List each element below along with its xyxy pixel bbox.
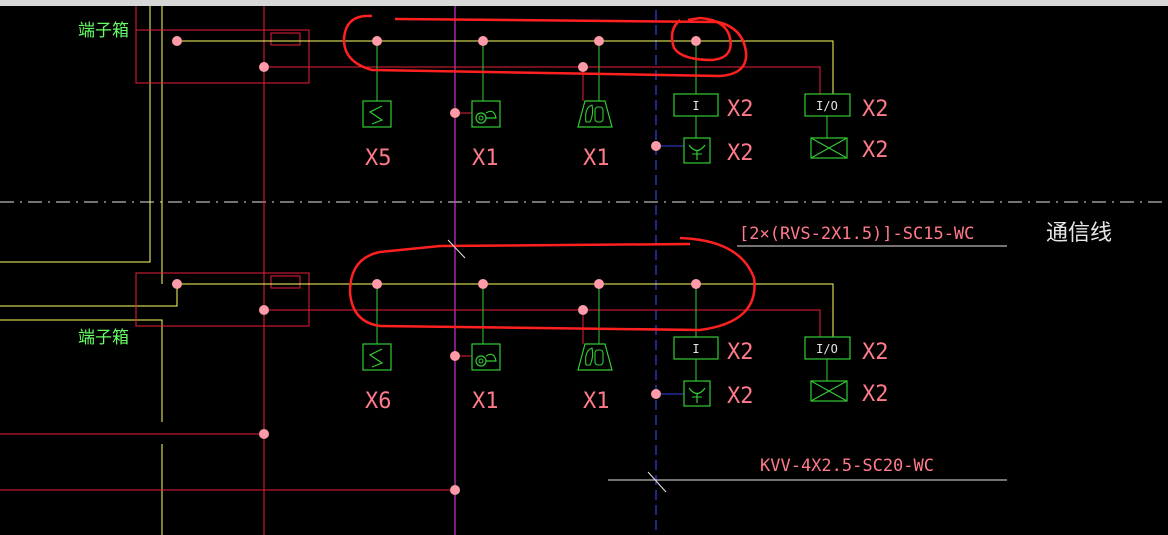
device-label: X1 <box>472 389 499 414</box>
junction-node <box>691 279 701 289</box>
yellow-bus <box>177 283 834 337</box>
bell-icon[interactable] <box>471 100 501 128</box>
module-box-text: I/O <box>816 99 838 113</box>
io-module-icon[interactable]: I/O <box>804 336 851 360</box>
device-label: X6 <box>365 389 392 414</box>
junction-node <box>450 108 460 118</box>
io-module-icon[interactable]: I/O <box>804 93 851 117</box>
junction-node <box>578 305 588 315</box>
fire-alarm-icon[interactable] <box>577 100 613 128</box>
junction-node <box>372 279 382 289</box>
junction-node <box>372 36 382 46</box>
device-label: X5 <box>365 146 392 171</box>
yellow-bus <box>177 40 834 94</box>
device-label: X2 <box>862 138 889 163</box>
comm-cable-label: 通信线 <box>1046 221 1112 246</box>
cable-tick <box>447 239 466 259</box>
power-cable-spec: KVV-4X2.5-SC20-WC <box>760 456 934 476</box>
sprinkler-head-icon[interactable] <box>683 380 711 407</box>
junction-node <box>651 389 661 399</box>
fire-alarm-icon[interactable] <box>577 343 613 371</box>
junction-node <box>172 36 182 46</box>
device-label: X1 <box>583 146 610 171</box>
device-label: X2 <box>862 382 889 407</box>
junction-node <box>450 485 460 495</box>
terminal-box-label: 端子箱 <box>78 328 129 348</box>
yellow-feed-upper <box>0 6 151 263</box>
s-module-icon[interactable] <box>362 100 392 128</box>
junction-node <box>450 351 460 361</box>
junction-node <box>478 279 488 289</box>
junction-node <box>259 429 269 439</box>
module-box-text: I <box>692 342 699 356</box>
panel-lower: 端子箱 <box>78 236 889 414</box>
module-box-text: I <box>692 99 699 113</box>
device-label: X2 <box>727 97 754 122</box>
junction-node <box>594 36 604 46</box>
red-bus <box>264 309 821 337</box>
s-module-icon[interactable] <box>362 343 392 371</box>
terminal-box[interactable] <box>135 29 310 84</box>
yellow-feed-lower-2 <box>0 319 163 422</box>
junction-node <box>259 62 269 72</box>
top-border <box>0 0 1168 6</box>
red-bus <box>264 66 821 94</box>
junction-node <box>594 279 604 289</box>
junction-node <box>651 141 661 151</box>
device-label: X2 <box>862 97 889 122</box>
terminal-box[interactable] <box>135 272 310 327</box>
yellow-feed-lower <box>0 284 178 307</box>
valve-icon[interactable] <box>810 380 848 402</box>
highlight-annotation <box>348 236 756 332</box>
device-label: X2 <box>727 384 754 409</box>
terminal-box-label: 端子箱 <box>78 21 129 41</box>
valve-icon[interactable] <box>810 137 848 159</box>
panel-upper: 端子箱 <box>78 14 889 171</box>
junction-node <box>172 279 182 289</box>
device-label: X1 <box>472 146 499 171</box>
device-label: X2 <box>727 141 754 166</box>
input-module-icon[interactable]: I <box>673 336 719 360</box>
junction-node <box>478 36 488 46</box>
highlight-annotation-inner <box>670 16 732 62</box>
junction-node <box>578 62 588 72</box>
bell-icon[interactable] <box>471 343 501 371</box>
cable-tick <box>647 471 667 493</box>
highlight-annotation <box>342 14 748 78</box>
input-module-icon[interactable]: I <box>673 93 719 117</box>
device-label: X2 <box>727 340 754 365</box>
terminal-strip <box>270 32 301 46</box>
terminal-strip <box>270 275 301 289</box>
module-box-text: I/O <box>816 342 838 356</box>
comm-cable-spec: [2×(RVS-2X1.5)]-SC15-WC <box>739 224 974 244</box>
device-label: X2 <box>862 340 889 365</box>
junction-node <box>259 305 269 315</box>
junction-node <box>691 36 701 46</box>
sprinkler-head-icon[interactable] <box>683 137 711 164</box>
device-label: X1 <box>583 389 610 414</box>
